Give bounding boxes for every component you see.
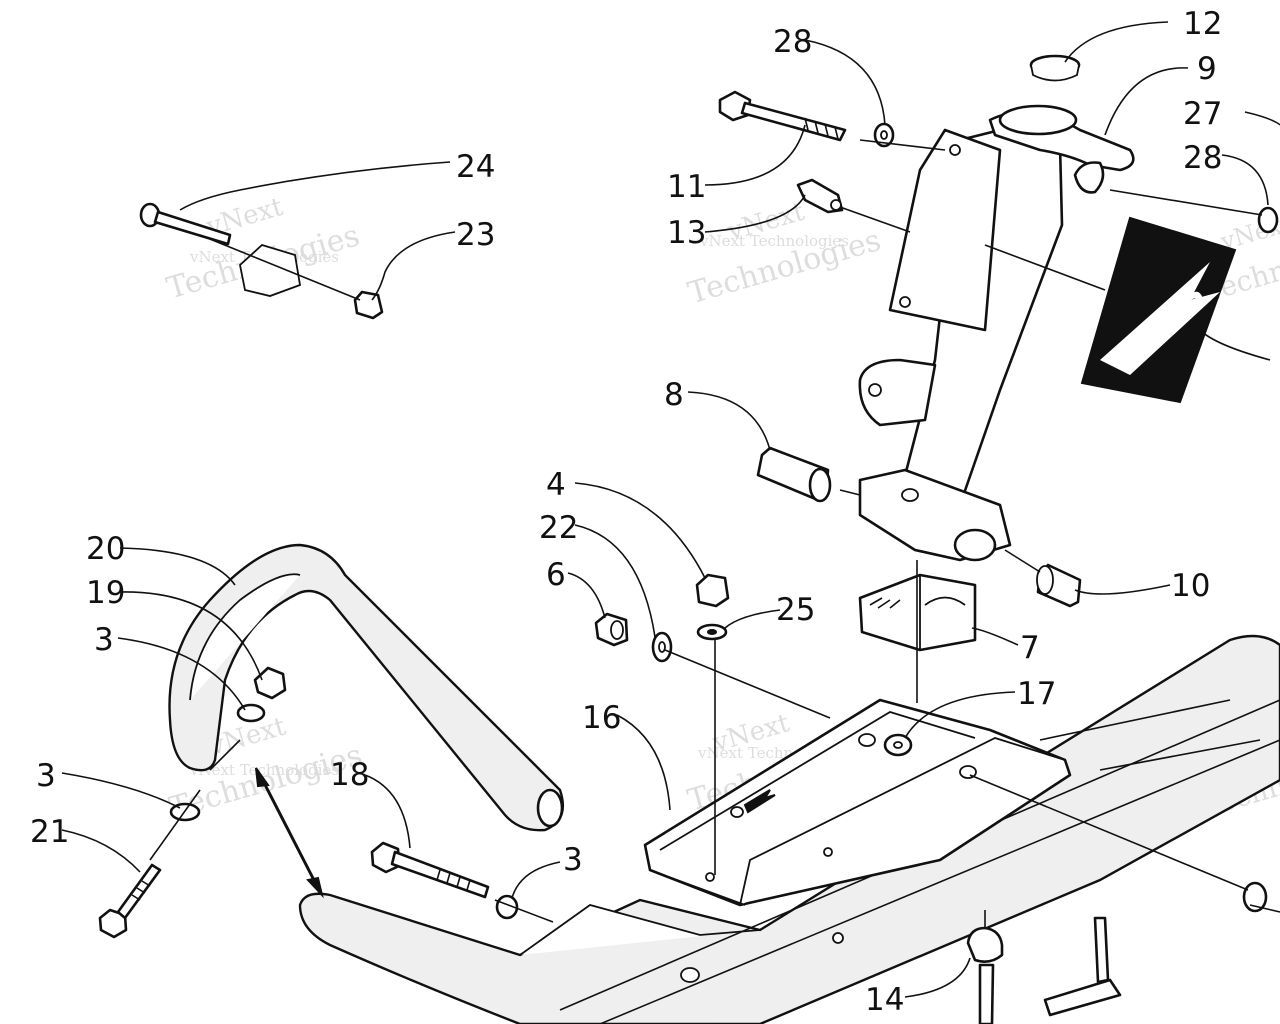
bolt-11	[718, 90, 847, 142]
wear-bar-bolts	[966, 916, 1122, 1024]
washer-17	[883, 733, 913, 757]
callout-28: 28	[773, 24, 812, 60]
nut-19	[253, 666, 287, 700]
grease-fitting-13	[796, 178, 844, 214]
callout-27: 27	[1183, 96, 1222, 132]
callouts: 28 12 9 27 28 11 13 24 23 8 4 22 6 25 10…	[30, 6, 1222, 1018]
washer-28-right	[1257, 206, 1279, 234]
bolt-18	[370, 841, 490, 899]
callout-13: 13	[667, 215, 706, 251]
watermark-small: vNext Technologies	[699, 232, 849, 250]
callout-24: 24	[456, 149, 495, 185]
callout-22: 22	[539, 510, 578, 546]
callout-3: 3	[36, 758, 56, 794]
bolt-21	[98, 863, 162, 939]
spindle-cap	[1029, 54, 1081, 82]
watermark-small: vNext Technologies	[189, 761, 339, 779]
callout-12: 12	[1183, 6, 1222, 42]
bushing-10	[1036, 563, 1082, 608]
callout-17: 17	[1017, 676, 1056, 712]
callout-23: 23	[456, 217, 495, 253]
callout-20: 20	[86, 531, 125, 567]
aws-decal: AWS	[1080, 216, 1237, 404]
callout-21: 21	[30, 814, 69, 850]
washer-22	[651, 631, 673, 663]
spindle	[858, 104, 1135, 562]
callout-6: 6	[546, 557, 566, 593]
callout-25: 25	[776, 592, 815, 628]
nut-4	[695, 573, 730, 608]
callout-14: 14	[865, 982, 904, 1018]
callout-10: 10	[1171, 568, 1210, 604]
leader-lines	[61, 21, 1280, 1024]
washer-25	[696, 623, 728, 641]
callout-9: 9	[1197, 51, 1217, 87]
bolt-24	[139, 202, 302, 297]
ski-loop	[168, 543, 565, 832]
callout-3: 3	[563, 842, 583, 878]
nut-23	[353, 290, 384, 320]
callout-19: 19	[86, 575, 125, 611]
washer-right-edge	[1242, 881, 1268, 913]
nut-6	[594, 612, 629, 647]
washer-3-right	[495, 894, 519, 920]
callout-11: 11	[667, 169, 706, 205]
bushing-8	[756, 446, 832, 503]
callout-16: 16	[582, 700, 621, 736]
callout-4: 4	[546, 467, 566, 503]
callout-3: 3	[94, 622, 114, 658]
washer-28-left	[873, 122, 895, 148]
washer-3-upper	[236, 703, 266, 723]
callout-18: 18	[330, 757, 369, 793]
callout-28: 28	[1183, 140, 1222, 176]
callout-8: 8	[664, 377, 684, 413]
callout-7: 7	[1020, 630, 1040, 666]
